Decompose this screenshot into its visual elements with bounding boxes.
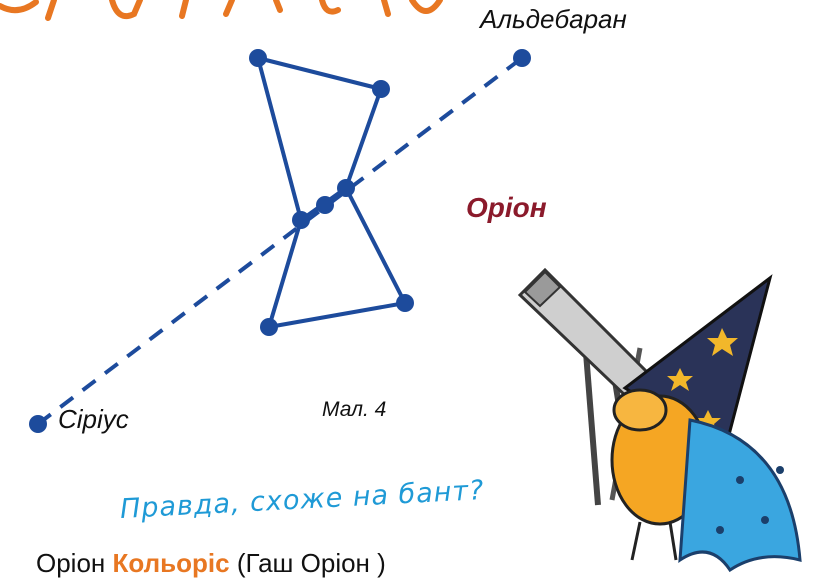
title-stroke (45, 0, 57, 21)
bottom-text-line: Оріон Кольоріс (Гаш Оріон ) (36, 548, 386, 579)
cape (678, 418, 802, 573)
bottom-text-prefix: Оріон (36, 548, 106, 578)
cape-star (761, 516, 769, 524)
title-stroke (0, 0, 39, 14)
label-aldebaran: Альдебаран (480, 4, 627, 34)
beetle-head (612, 388, 668, 432)
guide-dashed-line (36, 56, 524, 426)
star-bellatrix (372, 80, 390, 98)
label-sirius: Сіріус (58, 404, 129, 434)
cape-star (736, 476, 744, 484)
cape-star (716, 526, 724, 534)
star-aldebaran (513, 49, 531, 67)
title-stroke (179, 0, 189, 19)
star-sirius (29, 415, 47, 433)
title-stroke (319, 0, 341, 15)
star-belt-alnitak (292, 211, 310, 229)
star-rigel (396, 294, 414, 312)
title-stroke (223, 0, 235, 17)
cape-star (776, 466, 784, 474)
cape-icon (678, 418, 802, 573)
tripod-leg (582, 339, 601, 506)
bottom-text-accent: Кольоріс (112, 548, 230, 578)
figure-caption: Мал. 4 (322, 398, 387, 421)
star-belt-mintaka (337, 179, 355, 197)
beetle-legs (630, 521, 678, 561)
bottom-text-suffix: (Гаш Оріон ) (236, 548, 386, 578)
star-saiph (260, 318, 278, 336)
star-betelgeuse (249, 49, 267, 67)
star-icon (667, 368, 693, 391)
label-orion: Оріон (466, 192, 547, 223)
title-stroke (409, 0, 443, 14)
star-belt-alnilam (316, 196, 334, 214)
title-stroke (273, 0, 283, 13)
telescope-lens (523, 270, 562, 308)
title-stroke (109, 0, 143, 20)
star-icon (707, 328, 738, 356)
title-stroke (381, 0, 391, 17)
